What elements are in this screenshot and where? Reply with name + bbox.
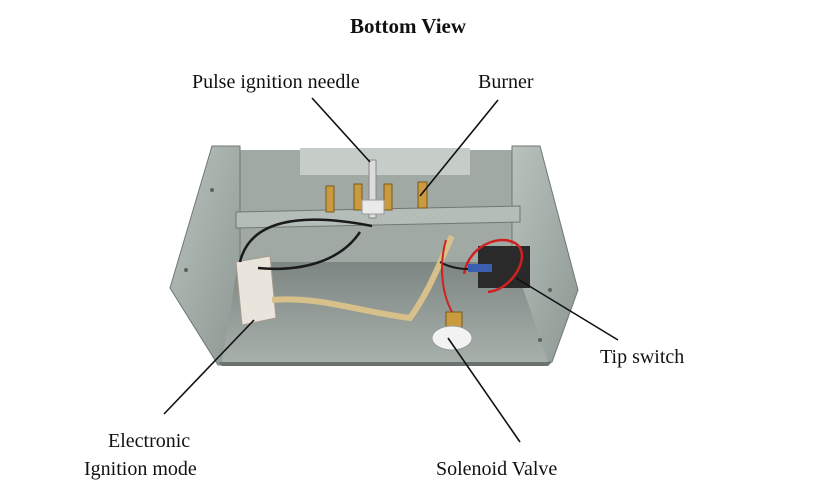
ignition-needle: [368, 159, 377, 219]
label-solenoid-valve: Solenoid Valve: [436, 458, 558, 480]
label-ignition-mode: Ignition mode: [84, 458, 197, 480]
label-burner: Burner: [478, 71, 534, 93]
enclosure-front-lip: [218, 362, 552, 366]
leader-electronic: [163, 319, 255, 415]
ignition-wire: [238, 218, 373, 263]
leader-tip-switch: [515, 277, 619, 341]
label-tip-switch: Tip switch: [600, 346, 685, 368]
leader-burner: [419, 99, 499, 197]
label-electronic: Electronic: [108, 430, 191, 452]
enclosure-left-wall: [169, 145, 241, 366]
leader-solenoid: [447, 337, 521, 443]
burner-nozzles: [325, 181, 428, 213]
label-pulse-ignition-needle: Pulse ignition needle: [192, 71, 360, 93]
ignition-module: [235, 255, 277, 326]
diagram-title: Bottom View: [349, 14, 467, 38]
top-notch: [300, 148, 470, 175]
leader-pulse-needle: [311, 97, 371, 163]
